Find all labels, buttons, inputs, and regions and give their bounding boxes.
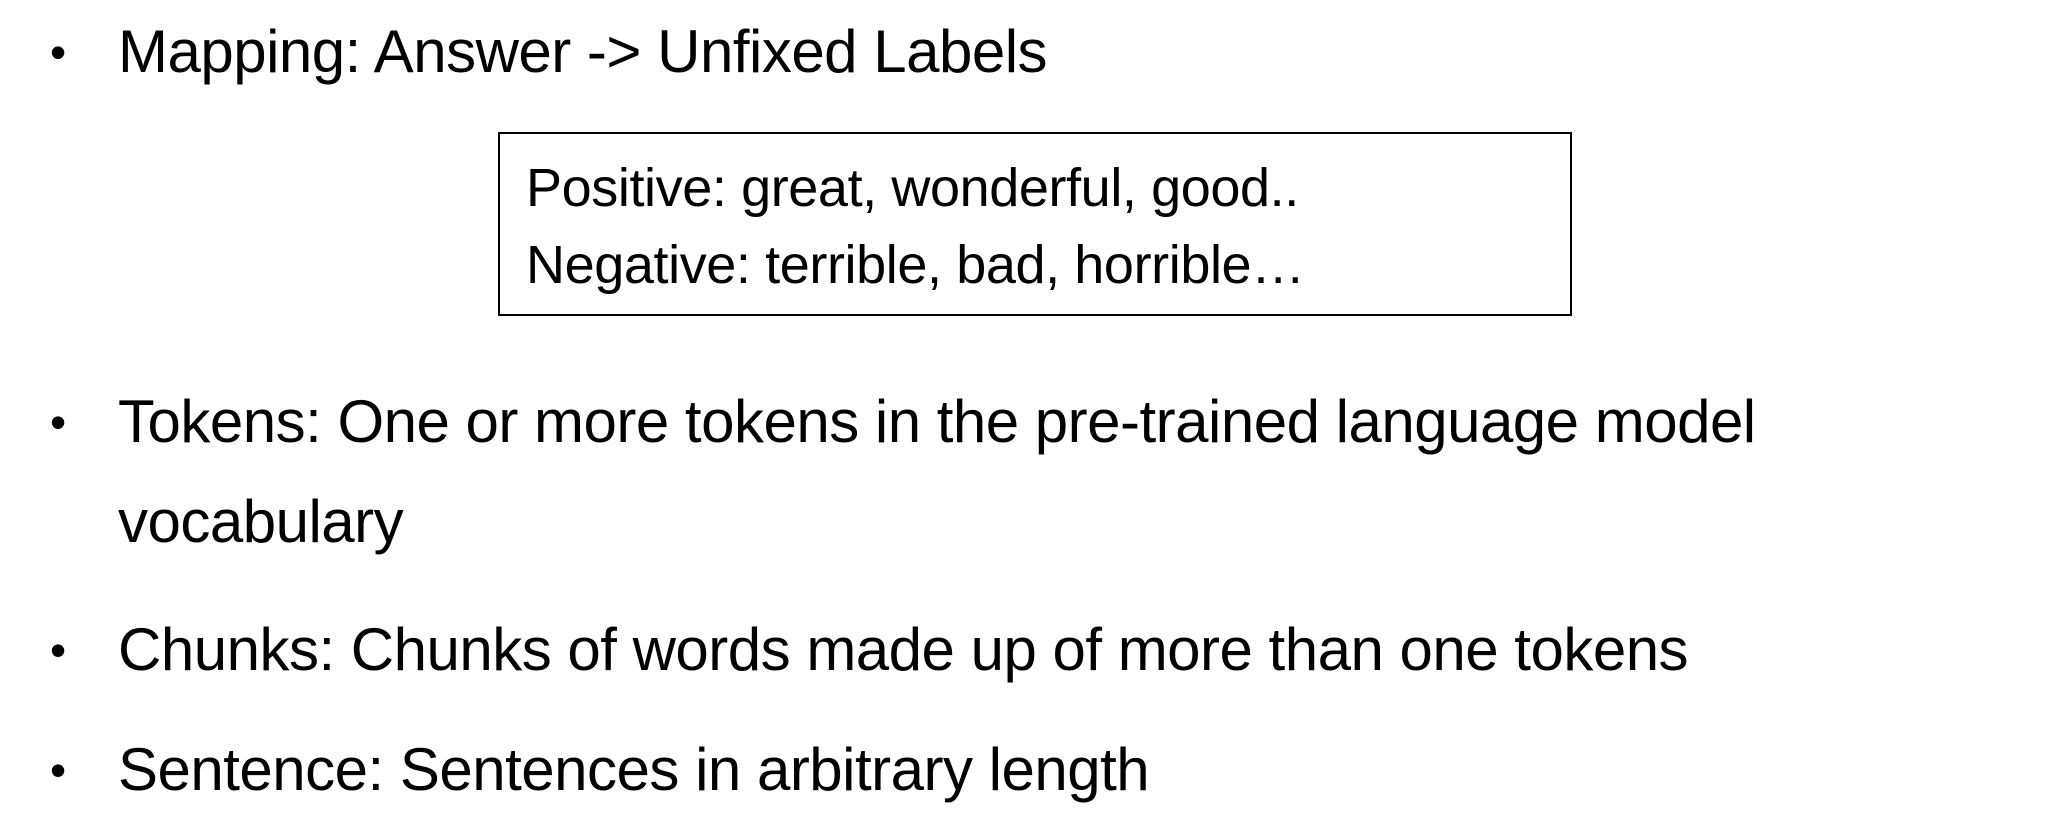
bullet-marker: • [50, 744, 66, 796]
positive-labels-line: Positive: great, wonderful, good.. [526, 158, 1299, 218]
bullet-text-chunks: Chunks: Chunks of words made up of more … [118, 616, 1689, 683]
bullet-marker: • [50, 26, 66, 78]
bullet-text-tokens-continuation: vocabulary [118, 488, 404, 555]
bullet-text-mapping: Mapping: Answer -> Unfixed Labels [118, 18, 1048, 85]
bullet-marker: • [50, 624, 66, 676]
negative-labels-line: Negative: terrible, bad, horrible… [526, 235, 1305, 295]
bullet-marker: • [50, 396, 66, 448]
label-mapping-box: Positive: great, wonderful, good.. Negat… [498, 132, 1572, 316]
bullet-text-tokens: Tokens: One or more tokens in the pre-tr… [118, 388, 1756, 455]
bullet-text-sentence: Sentence: Sentences in arbitrary length [118, 736, 1150, 803]
